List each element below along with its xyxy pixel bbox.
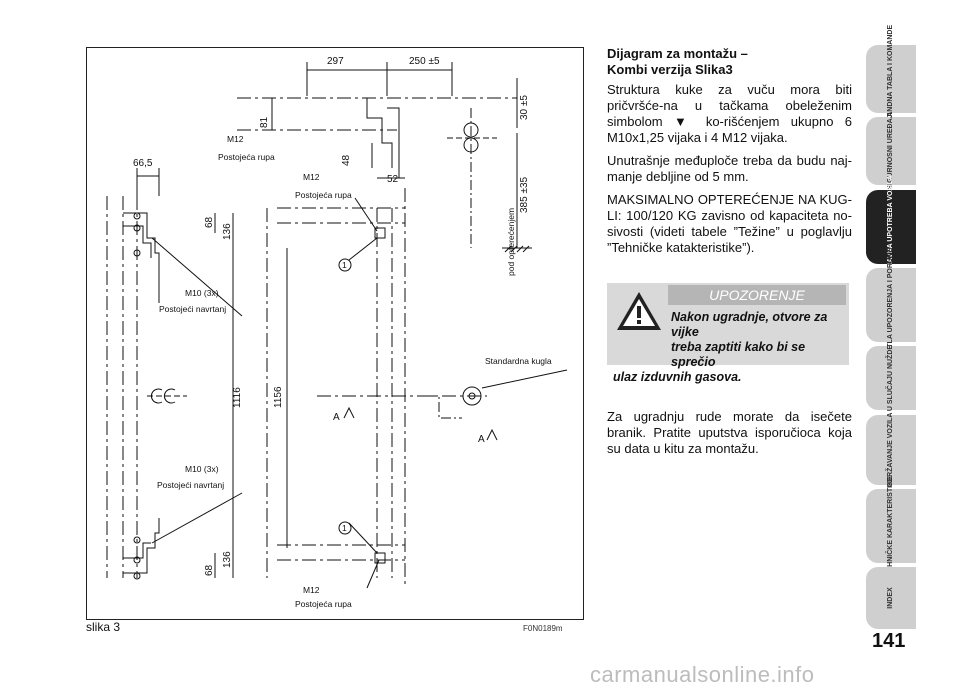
paragraph-bumper: Za ugradnju rude morate da isečete brani… [607,409,852,456]
label-m12-bot: M12 [303,585,320,595]
tab-warning-lights[interactable]: SVETLA UPOZORENJA I PORUKE [866,248,916,362]
tab-technical-data[interactable]: TEHNIČKE KARAKTERISTIKE [866,476,916,576]
tab-label: INDEX [887,587,894,609]
label-under-load: pod opterećenjem [506,208,516,276]
paragraph-structure-start: Struktura kuke za vuču mora biti pričvrš… [607,82,852,129]
warning-line3: ulaz izduvnih gasova. [613,370,742,384]
label-standard-ball: Standardna kugla [485,356,552,366]
warning-title: UPOZORENJE [709,287,805,303]
dim-136-top: 136 [222,223,233,240]
text-column-lower: Za ugradnju rude morate da isečete brani… [607,409,852,464]
label-m10-bot: M10 (3x) [185,464,219,474]
label-m12-mid: M12 [303,172,320,182]
tab-index[interactable]: INDEX [866,567,916,629]
dim-81: 81 [259,116,270,128]
dim-297: 297 [327,56,344,67]
dim-52: 52 [387,174,399,185]
warning-text: Nakon ugradnje, otvore za vijke treba za… [613,310,847,385]
dim-48: 48 [341,154,352,166]
label-hole-bot: Postojeća rupa [295,599,352,609]
warning-box: UPOZORENJE Nakon ugradnje, otvore za vij… [607,283,849,384]
section-heading-line2: Kombi verzija Slika3 [607,62,733,77]
dim-30: 30 ±5 [519,95,530,120]
warning-line2: treba zaptiti kako bi se sprečio [671,340,806,369]
tab-emergency[interactable]: U SLUČAJU NUŽDE [866,344,916,412]
paragraph-structure-end: ko-rišćenjem ukupno 6 M10x1,25 vijaka i … [607,114,852,145]
tab-safety[interactable]: SIGURNOSNI UREĐAJI [866,112,916,190]
dim-68-top: 68 [204,216,215,228]
label-hole-mid: Postojeća rupa [295,190,352,200]
dim-136-bot: 136 [222,551,233,568]
dim-1116: 1116 [232,387,243,408]
tab-maintenance[interactable]: ODRŽAVANJE VOZILA [866,413,916,487]
dim-1156: 1156 [273,386,284,408]
tab-controls[interactable]: KOMANDNA TABLA I KOMANDE [866,25,916,133]
point-1-bottom: 1 [342,523,347,533]
diagram-drawing: 297 250 ±5 30 ±5 81 48 52 385 ±35 66,5 6… [106,56,568,609]
point-1-top: 1 [342,260,347,270]
warning-line1: Nakon ugradnje, otvore za vijke [671,310,828,339]
dim-66-5: 66,5 [133,158,153,169]
label-hole-top: Postojeća rupa [218,152,275,162]
paragraph-structure: Struktura kuke za vuču mora biti pričvrš… [607,82,852,146]
mounting-diagram: 297 250 ±5 30 ±5 81 48 52 385 ±35 66,5 6… [86,47,584,620]
page-number: 141 [872,630,906,652]
dim-250: 250 ±5 [409,56,440,67]
label-nut-bot: Postojeći navrtanj [157,480,224,490]
tab-label: TEHNIČKE KARAKTERISTIKE [887,476,894,576]
dim-68-bot: 68 [204,564,215,576]
warning-title-bar [668,285,846,305]
watermark: carmanualsonline.info [590,662,815,687]
mount-point-icon: ▼ [673,114,695,129]
tab-label: U SLUČAJU NUŽDE [887,344,894,412]
section-a-left: A [333,412,340,423]
figure-code: F0N0189m [523,624,563,633]
label-m12-top: M12 [227,134,244,144]
label-m10-top: M10 (3x) [185,288,219,298]
tab-correct-use[interactable]: ISPRAVNA UPOTREBA VOZILA [866,175,916,279]
warning-triangle-icon [617,292,661,330]
paragraph-plates: Unutrašnje međuploče treba da budu naj-m… [607,153,852,184]
dim-385: 385 ±35 [519,176,530,213]
text-column: Dijagram za montažu – Kombi verzija Slik… [607,46,852,263]
label-nut-top: Postojeći navrtanj [159,304,226,314]
figure-caption: slika 3 [86,620,121,634]
paragraph-max-load: MAKSIMALNO OPTEREĆENJE NA KUG-LI: 100/12… [607,192,852,255]
section-heading-line1: Dijagram za montažu – [607,46,748,61]
section-a-right: A [478,434,485,445]
